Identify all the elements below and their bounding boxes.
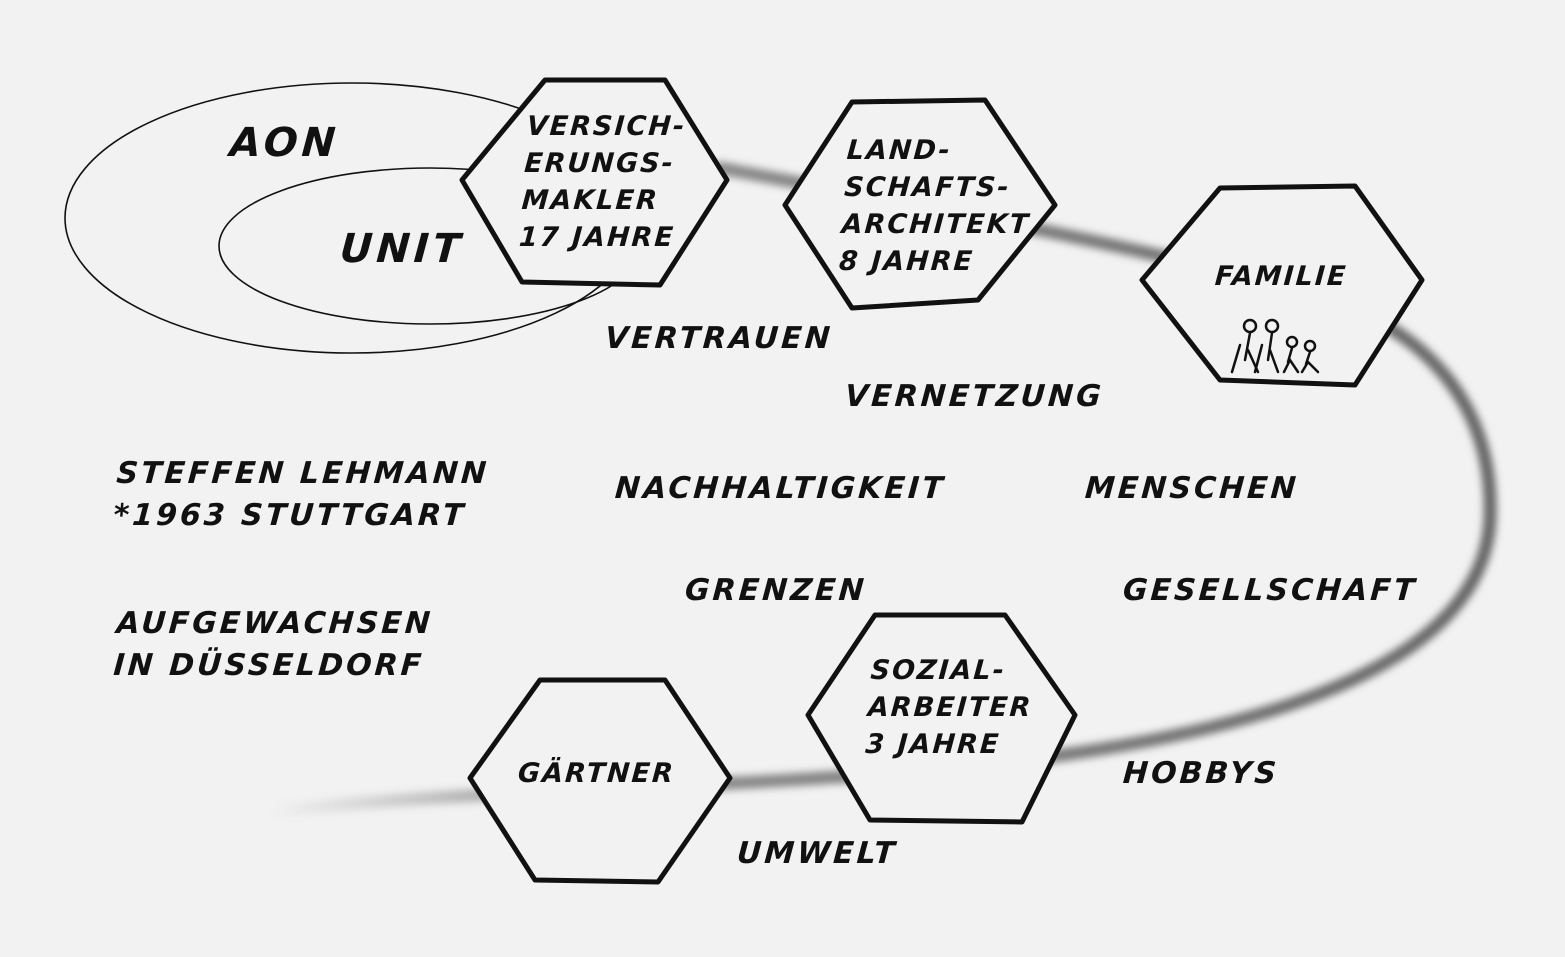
hex-line: MAKLER	[520, 185, 660, 216]
person-name: STEFFEN LEHMANN	[115, 456, 491, 491]
hexagon-versicherungsmakler-text: VERSICH- ERUNGS- MAKLER 17 JAHRE	[518, 108, 688, 256]
unit-label: UNIT	[338, 226, 466, 272]
grew-up-line-1: AUFGEWACHSEN	[115, 606, 435, 641]
hexagon-gaertner-text: GÄRTNER	[517, 755, 676, 792]
hex-line: GÄRTNER	[516, 758, 676, 789]
grew-up-line-2: IN DÜSSELDORF	[112, 648, 426, 683]
person-born: *1963 STUTTGART	[112, 498, 468, 533]
hex-line: SOZIAL-	[869, 655, 1008, 686]
hex-line: ARCHITEKT	[840, 209, 1032, 240]
person-origin: AUFGEWACHSEN IN DÜSSELDORF	[112, 603, 434, 687]
hexagon-sozialarbeiter	[805, 612, 1078, 825]
hexagon-landschaftsarchitekt	[782, 97, 1058, 311]
hex-line: 3 JAHRE	[864, 729, 1002, 760]
word-umwelt: UMWELT	[735, 836, 899, 871]
hexagon-versicherungsmakler	[459, 77, 730, 288]
hexagon-familie-text: FAMILIE	[1214, 258, 1349, 295]
hexagon-gaertner	[467, 677, 733, 885]
hex-line: LAND-	[845, 135, 953, 166]
word-grenzen: GRENZEN	[683, 573, 868, 608]
word-nachhaltigkeit: NACHHALTIGKEIT	[613, 471, 947, 506]
hex-line: FAMILIE	[1213, 261, 1349, 292]
word-gesellschaft: GESELLSCHAFT	[1121, 573, 1419, 608]
hex-line: ARBEITER	[866, 692, 1034, 723]
word-vernetzung: VERNETZUNG	[843, 379, 1105, 414]
hex-line: 8 JAHRE	[838, 246, 976, 277]
hexagon-landschaftsarchitekt-text: LAND- SCHAFTS- ARCHITEKT 8 JAHRE	[838, 132, 1037, 280]
person-info: STEFFEN LEHMANN *1963 STUTTGART	[112, 453, 490, 537]
family-icon	[1230, 318, 1320, 374]
hex-line: VERSICH-	[525, 111, 688, 142]
word-menschen: MENSCHEN	[1083, 471, 1301, 506]
hex-line: SCHAFTS-	[843, 172, 1012, 203]
word-vertrauen: VERTRAUEN	[603, 321, 835, 356]
word-hobbys: HOBBYS	[1121, 756, 1281, 791]
hex-line: 17 JAHRE	[518, 222, 676, 253]
aon-label: AON	[228, 120, 341, 166]
hexagon-familie	[1139, 183, 1425, 388]
hex-line: ERUNGS-	[523, 148, 676, 179]
hexagon-sozialarbeiter-text: SOZIAL- ARBEITER 3 JAHRE	[864, 652, 1036, 763]
